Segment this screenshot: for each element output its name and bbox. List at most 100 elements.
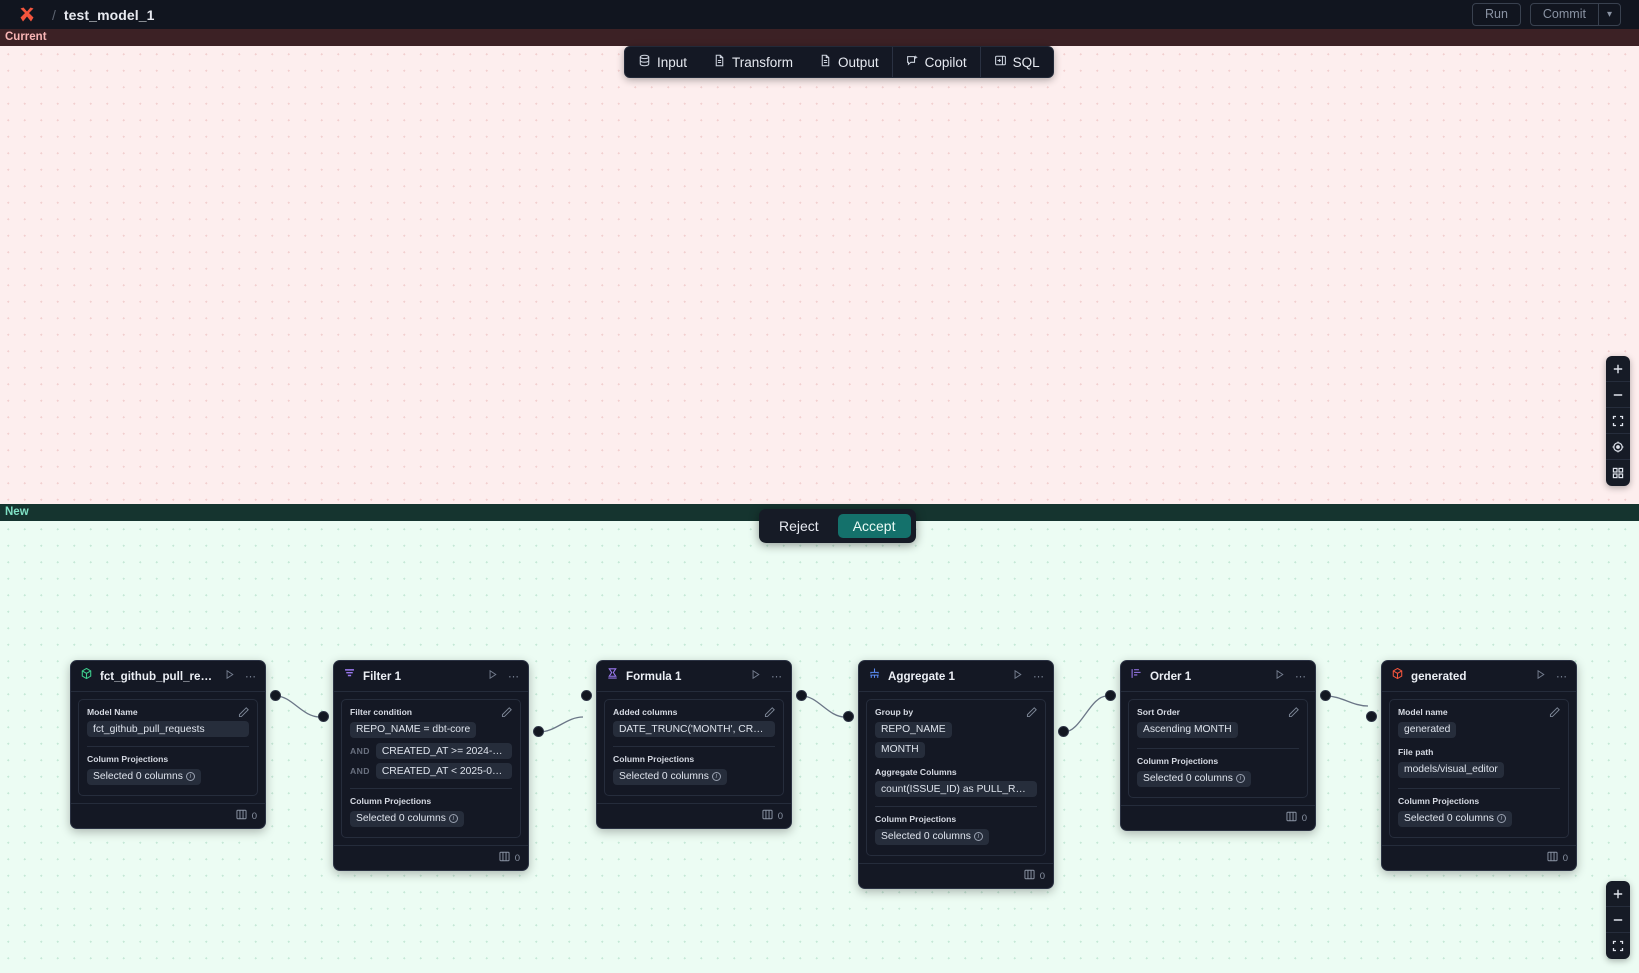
ellipsis-icon[interactable]: ⋯ [1556, 670, 1567, 683]
info-icon[interactable]: i [973, 832, 983, 842]
field-value-chip[interactable]: MONTH [875, 741, 925, 758]
sql-panel-icon [994, 54, 1007, 70]
canvas-new[interactable] [0, 521, 1639, 973]
run-button[interactable]: Run [1471, 3, 1521, 26]
grid-layout-icon[interactable] [1606, 460, 1630, 486]
toolbar-item-input-label: Input [657, 54, 688, 70]
field-value-chip[interactable]: Ascending MONTH [1137, 721, 1238, 738]
play-icon[interactable] [222, 668, 237, 684]
ellipsis-icon[interactable]: ⋯ [771, 670, 782, 683]
toolbar-item-sql-label: SQL [1012, 54, 1040, 70]
column-projections-label: Column Projections [350, 796, 432, 806]
toolbar-item-transform[interactable]: Transform [700, 47, 806, 77]
info-icon[interactable]: i [1496, 814, 1506, 824]
pencil-icon[interactable] [237, 706, 250, 724]
reject-button[interactable]: Reject [779, 518, 819, 534]
node-output-port[interactable] [796, 690, 807, 701]
pencil-icon[interactable] [1548, 706, 1561, 724]
chevron-down-icon[interactable]: ▾ [1597, 4, 1620, 25]
info-icon[interactable]: i [711, 772, 721, 782]
play-icon[interactable] [748, 668, 763, 684]
play-icon[interactable] [485, 668, 500, 684]
toolbar-item-input[interactable]: Input [625, 47, 700, 77]
graph-node-source[interactable]: fct_github_pull_requests ⋯ Model Namefct… [70, 660, 266, 829]
ellipsis-icon[interactable]: ⋯ [1033, 670, 1044, 683]
column-projections-label: Column Projections [875, 814, 957, 824]
panel-divider [350, 788, 512, 789]
brand-x-logo-icon[interactable] [16, 4, 38, 26]
node-output-port[interactable] [533, 726, 544, 737]
aggregate-blue-icon [868, 667, 881, 685]
node-input-port[interactable] [581, 690, 592, 701]
play-icon[interactable] [1272, 668, 1287, 684]
minus-icon[interactable] [1606, 907, 1630, 933]
play-icon[interactable] [1010, 668, 1025, 684]
field-value-chip[interactable]: count(ISSUE_ID) as PULL_REQUEST_… [875, 781, 1037, 797]
fit-screen-icon[interactable] [1606, 408, 1630, 434]
pencil-icon[interactable] [500, 706, 513, 724]
info-icon[interactable]: i [185, 772, 195, 782]
node-header: fct_github_pull_requests ⋯ [71, 661, 265, 692]
locate-target-icon[interactable] [1606, 434, 1630, 460]
canvas-controls-new [1606, 881, 1630, 959]
info-icon[interactable]: i [1235, 774, 1245, 784]
plus-icon[interactable] [1606, 881, 1630, 907]
ellipsis-icon[interactable]: ⋯ [1295, 670, 1306, 683]
toolbar-item-output-label: Output [838, 54, 879, 70]
node-title: Order 1 [1150, 669, 1192, 683]
field-value-chip[interactable]: REPO_NAME [875, 721, 952, 738]
toolbar-item-sql[interactable]: SQL [979, 47, 1053, 77]
plus-icon[interactable] [1606, 356, 1630, 382]
play-icon[interactable] [1533, 668, 1548, 684]
node-input-port[interactable] [843, 711, 854, 722]
field-value-chip[interactable]: fct_github_pull_requests [87, 721, 249, 737]
commit-split-button[interactable]: Commit ▾ [1529, 3, 1621, 26]
info-icon[interactable]: i [448, 814, 458, 824]
toolbar-item-output[interactable]: Output [806, 47, 892, 77]
pencil-icon[interactable] [1025, 706, 1038, 724]
field-value-chip[interactable]: models/visual_editor [1398, 761, 1504, 778]
node-input-port[interactable] [318, 711, 329, 722]
pencil-icon[interactable] [1287, 706, 1300, 724]
field-value-chip[interactable]: DATE_TRUNC('MONTH', CREATED_AT… [613, 721, 775, 737]
node-footer: 0 [71, 803, 265, 828]
pencil-icon[interactable] [763, 706, 776, 724]
node-output-port[interactable] [270, 690, 281, 701]
toolbar-item-copilot[interactable]: Copilot [891, 47, 980, 77]
node-column-count: 0 [1562, 852, 1568, 864]
columns-icon [1023, 868, 1036, 884]
node-input-port[interactable] [1105, 690, 1116, 701]
fit-screen-icon[interactable] [1606, 933, 1630, 959]
field-label: Filter condition [350, 707, 413, 717]
node-output-port[interactable] [1320, 690, 1331, 701]
minus-icon[interactable] [1606, 382, 1630, 408]
node-title: Aggregate 1 [888, 669, 956, 683]
field-value-chip[interactable]: REPO_NAME = dbt-core [350, 721, 477, 738]
canvas-current[interactable] [0, 46, 1639, 504]
node-header: Order 1 ⋯ [1121, 661, 1315, 692]
condition-expression-chip[interactable]: CREATED_AT >= 2024-12-01 [375, 743, 512, 759]
node-output-port[interactable] [1058, 726, 1069, 737]
column-projections-label: Column Projections [1398, 796, 1480, 806]
accept-button[interactable]: Accept [837, 514, 911, 538]
columns-icon [1285, 810, 1298, 826]
ellipsis-icon[interactable]: ⋯ [245, 670, 256, 683]
ellipsis-icon[interactable]: ⋯ [508, 670, 519, 683]
condition-expression-chip[interactable]: CREATED_AT < 2025-03-01 [375, 763, 512, 779]
field-value-chip[interactable]: generated [1398, 721, 1457, 738]
commit-button[interactable]: Commit [1542, 7, 1586, 21]
node-input-port[interactable] [1366, 711, 1377, 722]
